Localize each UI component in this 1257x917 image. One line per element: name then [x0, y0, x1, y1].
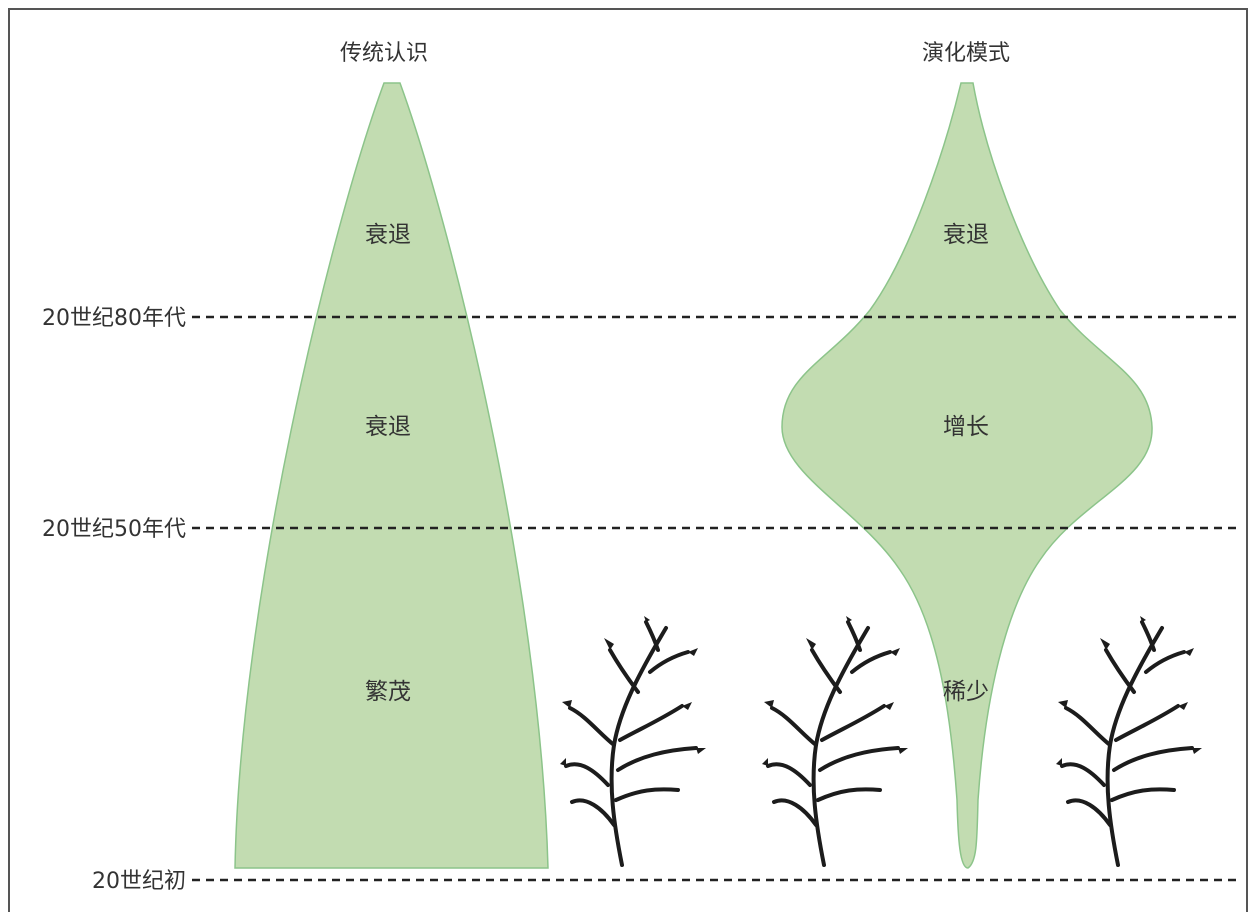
evolution-shape — [781, 82, 1153, 869]
traditional-stage-middle: 衰退 — [365, 414, 411, 440]
plant-sprig-icon — [760, 614, 910, 867]
traditional-stage-top: 衰退 — [365, 222, 411, 248]
plant-sprig-icon — [1054, 614, 1204, 867]
title-evolution: 演化模式 — [922, 41, 1010, 66]
traditional-stage-bottom: 繁茂 — [365, 679, 411, 705]
label-early: 20世纪初 — [92, 869, 186, 894]
plant-sprig-icon — [558, 614, 708, 867]
evolution-stage-middle: 增长 — [943, 414, 989, 440]
evolution-stage-bottom: 稀少 — [943, 679, 989, 705]
traditional-shape — [234, 82, 549, 869]
title-traditional: 传统认识 — [340, 41, 428, 66]
label-fifties: 20世纪50年代 — [42, 517, 186, 542]
evolution-stage-top: 衰退 — [943, 222, 989, 248]
diagram-frame — [8, 8, 1248, 912]
label-eighties: 20世纪80年代 — [42, 306, 186, 331]
